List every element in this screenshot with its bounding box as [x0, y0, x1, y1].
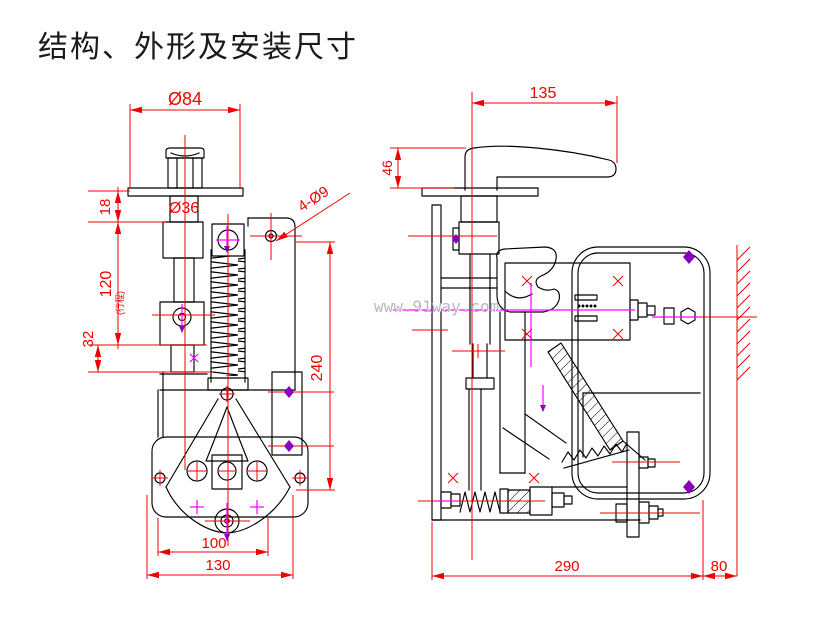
- dim-wall-offset: 80: [711, 558, 728, 575]
- front-view: [88, 104, 351, 579]
- dimension-labels: Ø84 Ø36 4-Ø9 18 120 (行程) 32 240 100 130 …: [80, 85, 727, 575]
- release-handle: [464, 145, 617, 191]
- base-plate: [151, 436, 309, 518]
- dim-height-18: 18: [97, 199, 114, 216]
- dim-flange-diameter: Ø84: [168, 89, 202, 109]
- housing-cover: [571, 246, 711, 500]
- wall-bracket-bolts: [615, 307, 696, 538]
- armature-column: [157, 195, 205, 438]
- casting-bracket: [496, 246, 561, 313]
- side-base: [431, 486, 641, 521]
- dim-depth-290: 290: [554, 558, 579, 575]
- side-view-purple-bolts: [452, 234, 695, 494]
- side-view-outlines: [421, 145, 711, 538]
- page-title: 结构、外形及安装尺寸: [38, 31, 358, 64]
- dim-mount-holes: 4-Ø9: [295, 183, 332, 215]
- dim-handle-height: 46: [379, 160, 395, 176]
- front-view-purple-bolts: [179, 246, 294, 541]
- side-view-magenta-marks: [392, 283, 700, 502]
- side-flange: [421, 187, 539, 197]
- front-view-dimension-lines: [88, 104, 351, 579]
- dim-height-32: 32: [80, 331, 97, 348]
- brake-lever: [547, 342, 646, 469]
- front-view-outlines: [127, 147, 309, 534]
- dim-height-240: 240: [309, 355, 326, 382]
- dim-stem-diameter: Ø36: [169, 200, 199, 217]
- watermark: www.91way.com: [374, 297, 500, 316]
- crank-linkage: [499, 311, 567, 474]
- electromagnet-body: [504, 262, 656, 341]
- dim-width-130: 130: [205, 557, 230, 574]
- dim-handle-length: 135: [530, 85, 557, 102]
- wall-hatch: [736, 245, 751, 576]
- front-frame: [159, 217, 303, 456]
- dim-height-120: 120: [98, 271, 115, 298]
- push-rod: [452, 195, 500, 491]
- side-view: [390, 92, 757, 580]
- dim-height-120-note: (行程): [114, 291, 125, 315]
- dim-width-100: 100: [201, 535, 226, 552]
- mounting-upright: [431, 204, 442, 521]
- side-view-dimension-lines: [390, 92, 757, 580]
